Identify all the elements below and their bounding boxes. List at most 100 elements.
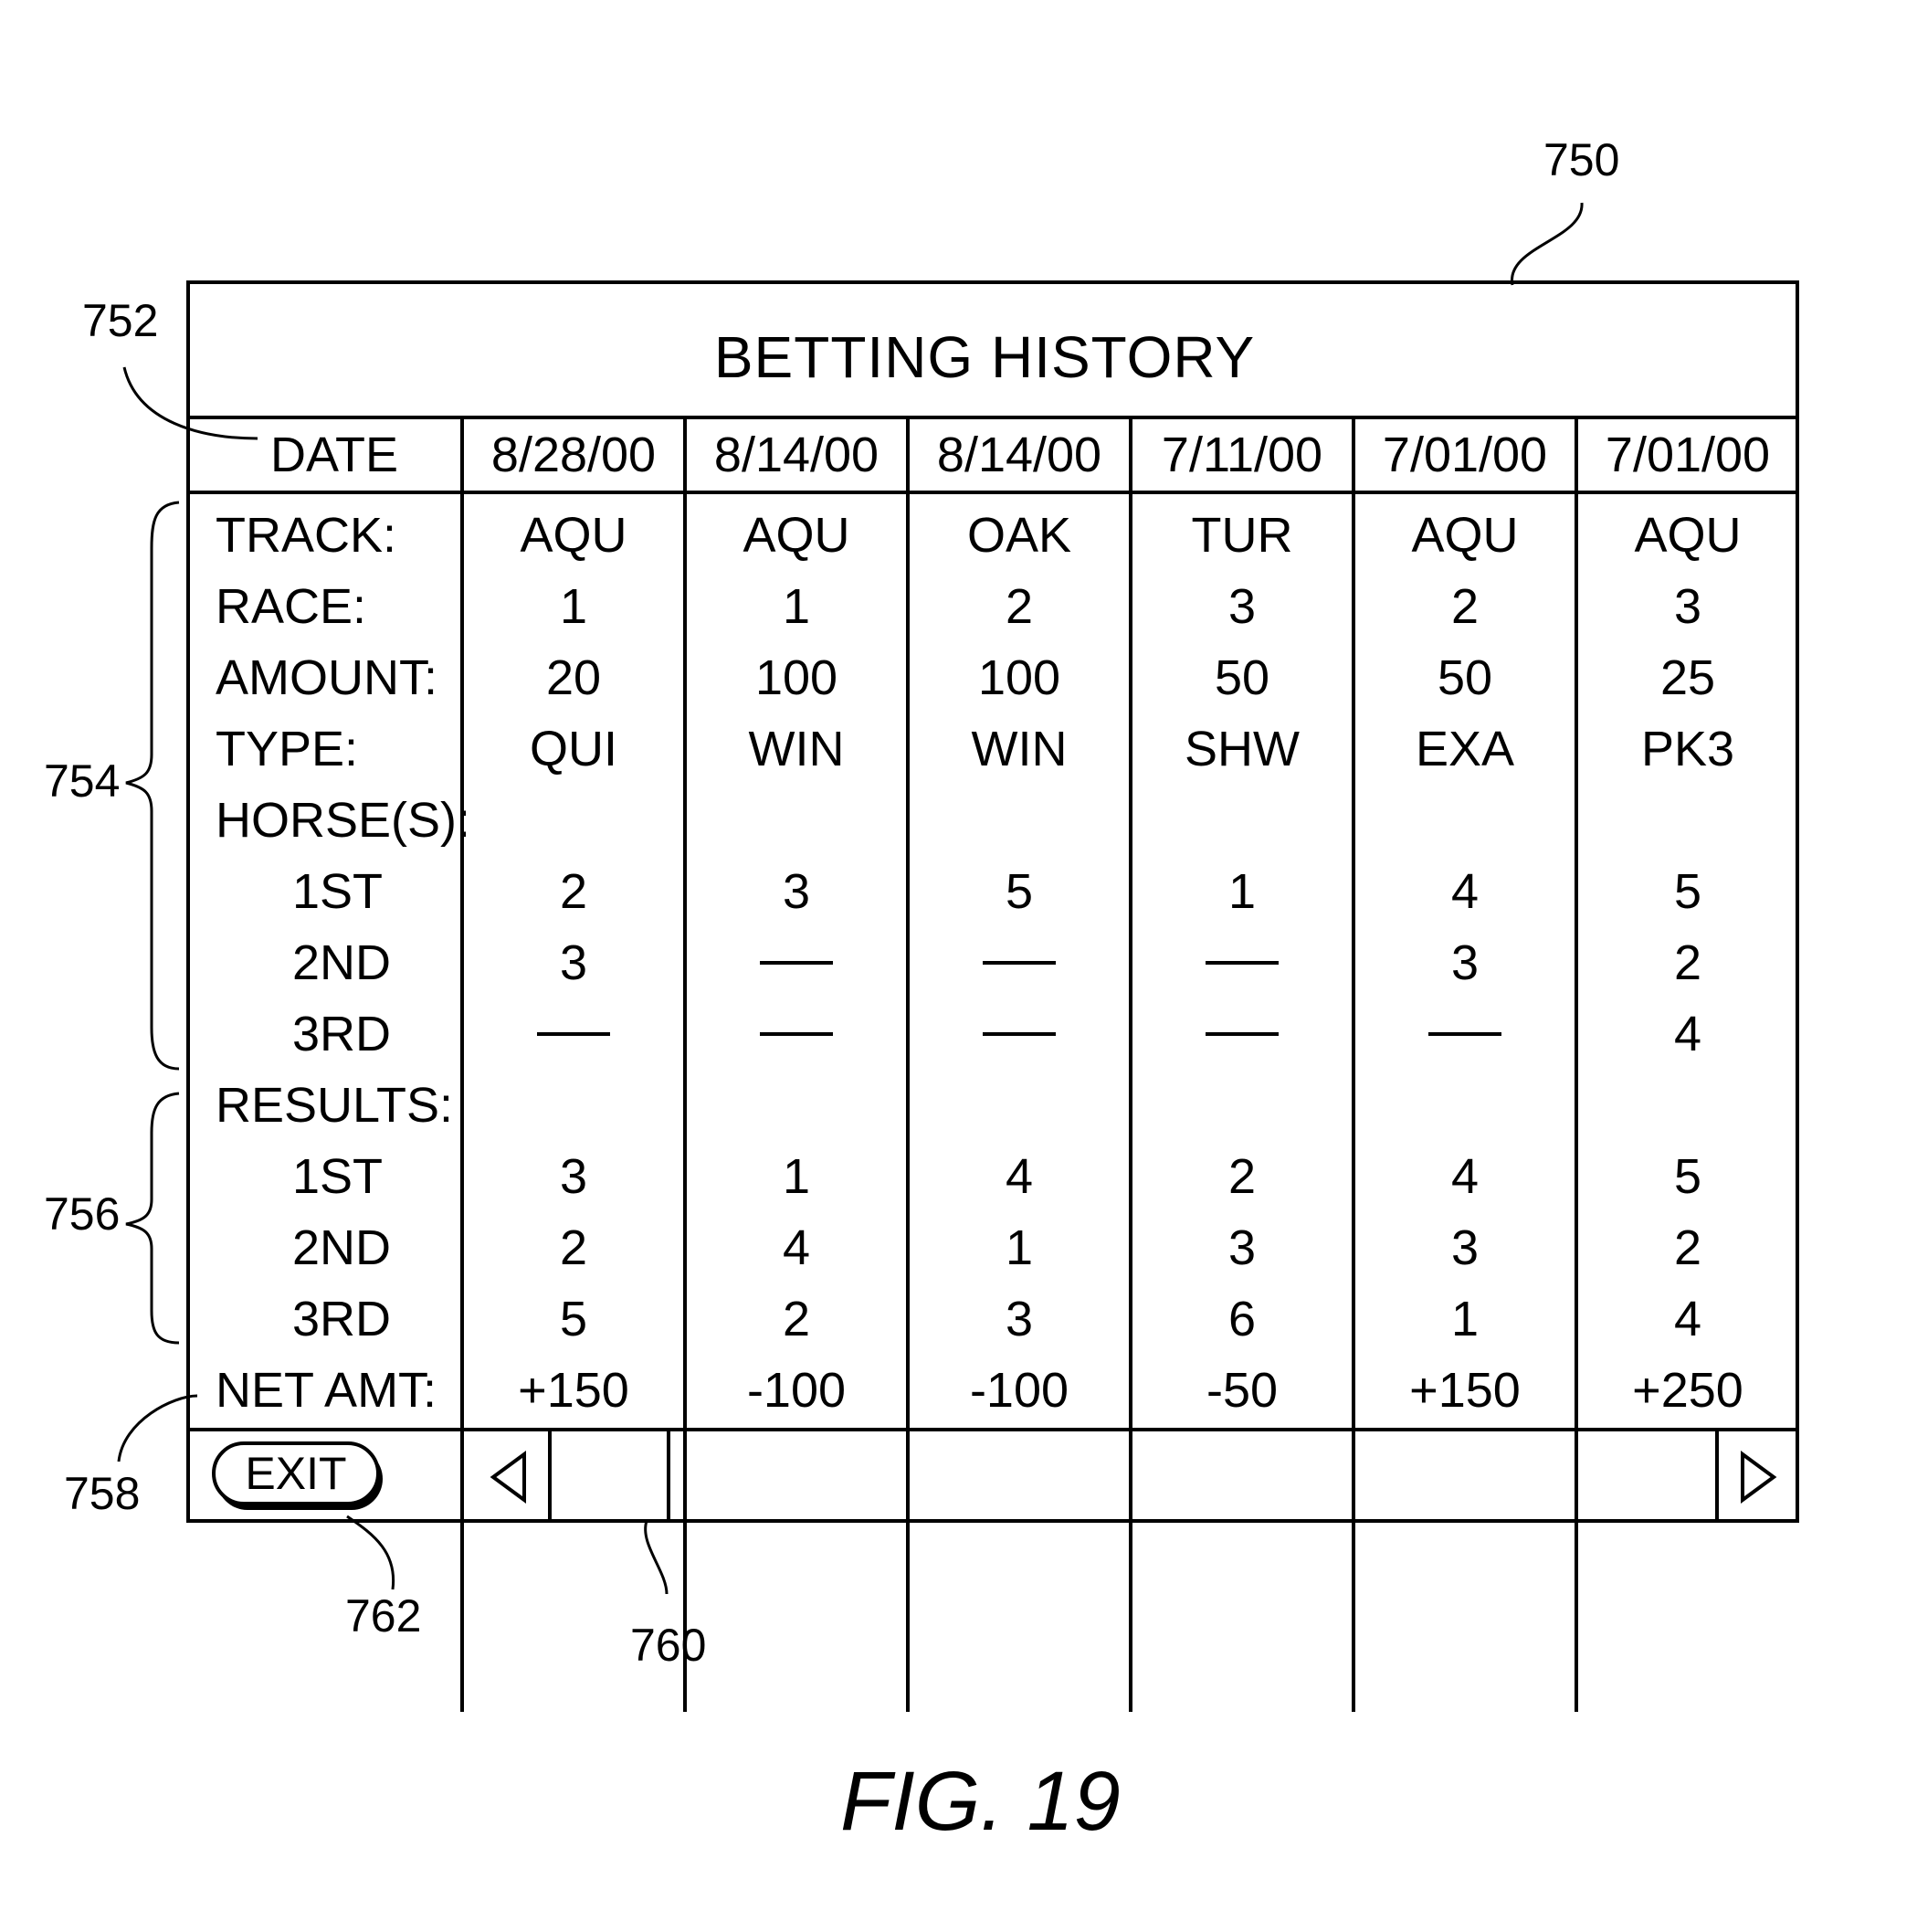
horizontal-scrollbar[interactable] <box>468 1431 1799 1523</box>
date-cell: 8/28/00 <box>464 419 683 491</box>
empty-dash <box>983 1032 1056 1036</box>
result-2nd-cell: 3 <box>1355 1212 1575 1283</box>
amount-cell: 25 <box>1578 642 1797 713</box>
result-3rd-cell: 5 <box>464 1283 683 1355</box>
leader-762 <box>347 1516 394 1589</box>
race-cell: 2 <box>1355 571 1575 642</box>
net-amount-cell: +150 <box>464 1355 683 1426</box>
result-2nd-cell: 2 <box>1578 1212 1797 1283</box>
row-label-amount: AMOUNT: <box>190 642 490 713</box>
result-1st-cell: 2 <box>1132 1141 1352 1212</box>
result-3rd-cell: 4 <box>1578 1283 1797 1355</box>
track-cell: TUR <box>1132 500 1352 571</box>
row-label-track: TRACK: <box>190 500 490 571</box>
horse-2nd-cell: 2 <box>1578 927 1797 998</box>
horse-3rd-cell: 4 <box>1578 998 1797 1070</box>
scroll-thumb[interactable] <box>552 1431 670 1523</box>
triangle-left-icon <box>488 1451 528 1504</box>
row-label-results: RESULTS: <box>190 1070 490 1141</box>
ref-752: 752 <box>82 294 158 347</box>
ref-758: 758 <box>64 1467 140 1520</box>
scroll-left-button[interactable] <box>468 1431 552 1523</box>
exit-label: EXIT <box>245 1447 346 1500</box>
net-amount-cell: -50 <box>1132 1355 1352 1426</box>
ref-760: 760 <box>630 1619 706 1672</box>
exit-button[interactable]: EXIT <box>212 1441 380 1505</box>
horse-3rd-cell <box>687 998 906 1070</box>
amount-cell: 50 <box>1132 642 1352 713</box>
horse-3rd-cell <box>464 998 683 1070</box>
ref-756: 756 <box>44 1188 120 1240</box>
triangle-right-icon <box>1739 1451 1779 1504</box>
track-cell: AQU <box>1578 500 1797 571</box>
net-amount-cell: -100 <box>687 1355 906 1426</box>
result-1st-cell: 4 <box>910 1141 1129 1212</box>
ref-754: 754 <box>44 755 120 808</box>
result-2nd-cell: 4 <box>687 1212 906 1283</box>
horse-2nd-cell: 3 <box>464 927 683 998</box>
result-3rd-cell: 6 <box>1132 1283 1352 1355</box>
horse-3rd-cell <box>1132 998 1352 1070</box>
net-amount-cell: +150 <box>1355 1355 1575 1426</box>
horse-1st-cell: 3 <box>687 856 906 927</box>
leader-760 <box>646 1521 667 1594</box>
amount-cell: 100 <box>910 642 1129 713</box>
title-bar: BETTING HISTORY <box>190 284 1796 419</box>
figure-caption: FIG. 19 <box>840 1754 1121 1850</box>
result-2nd-cell: 2 <box>464 1212 683 1283</box>
track-cell: OAK <box>910 500 1129 571</box>
betting-history-screen: BETTING HISTORY DATE TRACK: RACE: AMOUNT… <box>186 280 1799 1523</box>
race-cell: 3 <box>1132 571 1352 642</box>
race-cell: 1 <box>687 571 906 642</box>
row-label-type: TYPE: <box>190 713 490 785</box>
date-cell: 7/01/00 <box>1355 419 1575 491</box>
horse-1st-cell: 5 <box>1578 856 1797 927</box>
horse-2nd-cell <box>910 927 1129 998</box>
result-1st-cell: 1 <box>687 1141 906 1212</box>
date-cell: 8/14/00 <box>687 419 906 491</box>
track-cell: AQU <box>687 500 906 571</box>
result-1st-cell: 3 <box>464 1141 683 1212</box>
result-1st-cell: 5 <box>1578 1141 1797 1212</box>
type-cell: PK3 <box>1578 713 1797 785</box>
amount-cell: 20 <box>464 642 683 713</box>
result-2nd-cell: 1 <box>910 1212 1129 1283</box>
horse-1st-cell: 4 <box>1355 856 1575 927</box>
empty-dash <box>1206 961 1279 965</box>
result-3rd-cell: 3 <box>910 1283 1129 1355</box>
result-2nd-cell: 3 <box>1132 1212 1352 1283</box>
type-cell: WIN <box>687 713 906 785</box>
ref-750: 750 <box>1543 133 1619 186</box>
scroll-right-button[interactable] <box>1715 1431 1799 1523</box>
track-cell: AQU <box>1355 500 1575 571</box>
result-3rd-cell: 1 <box>1355 1283 1575 1355</box>
leader-750 <box>1511 203 1582 285</box>
horse-2nd-cell <box>687 927 906 998</box>
page-title: BETTING HISTORY <box>714 323 1255 391</box>
horse-3rd-cell <box>1355 998 1575 1070</box>
type-cell: SHW <box>1132 713 1352 785</box>
horse-1st-cell: 1 <box>1132 856 1352 927</box>
empty-dash <box>983 961 1056 965</box>
horse-2nd-cell <box>1132 927 1352 998</box>
row-label-horses: HORSE(S): <box>190 785 490 856</box>
type-cell: QUI <box>464 713 683 785</box>
row-label-net: NET AMT: <box>190 1355 490 1426</box>
row-divider <box>190 491 1796 494</box>
date-cell: 8/14/00 <box>910 419 1129 491</box>
net-amount-cell: +250 <box>1578 1355 1797 1426</box>
amount-cell: 100 <box>687 642 906 713</box>
horse-2nd-cell: 3 <box>1355 927 1575 998</box>
empty-dash <box>537 1032 610 1036</box>
date-cell: 7/11/00 <box>1132 419 1352 491</box>
horse-3rd-cell <box>910 998 1129 1070</box>
net-amount-cell: -100 <box>910 1355 1129 1426</box>
brace-754 <box>126 502 179 1069</box>
empty-dash <box>1428 1032 1501 1036</box>
row-label-race: RACE: <box>190 571 490 642</box>
result-1st-cell: 4 <box>1355 1141 1575 1212</box>
empty-dash <box>760 961 833 965</box>
race-cell: 3 <box>1578 571 1797 642</box>
horse-1st-cell: 5 <box>910 856 1129 927</box>
horse-1st-cell: 2 <box>464 856 683 927</box>
